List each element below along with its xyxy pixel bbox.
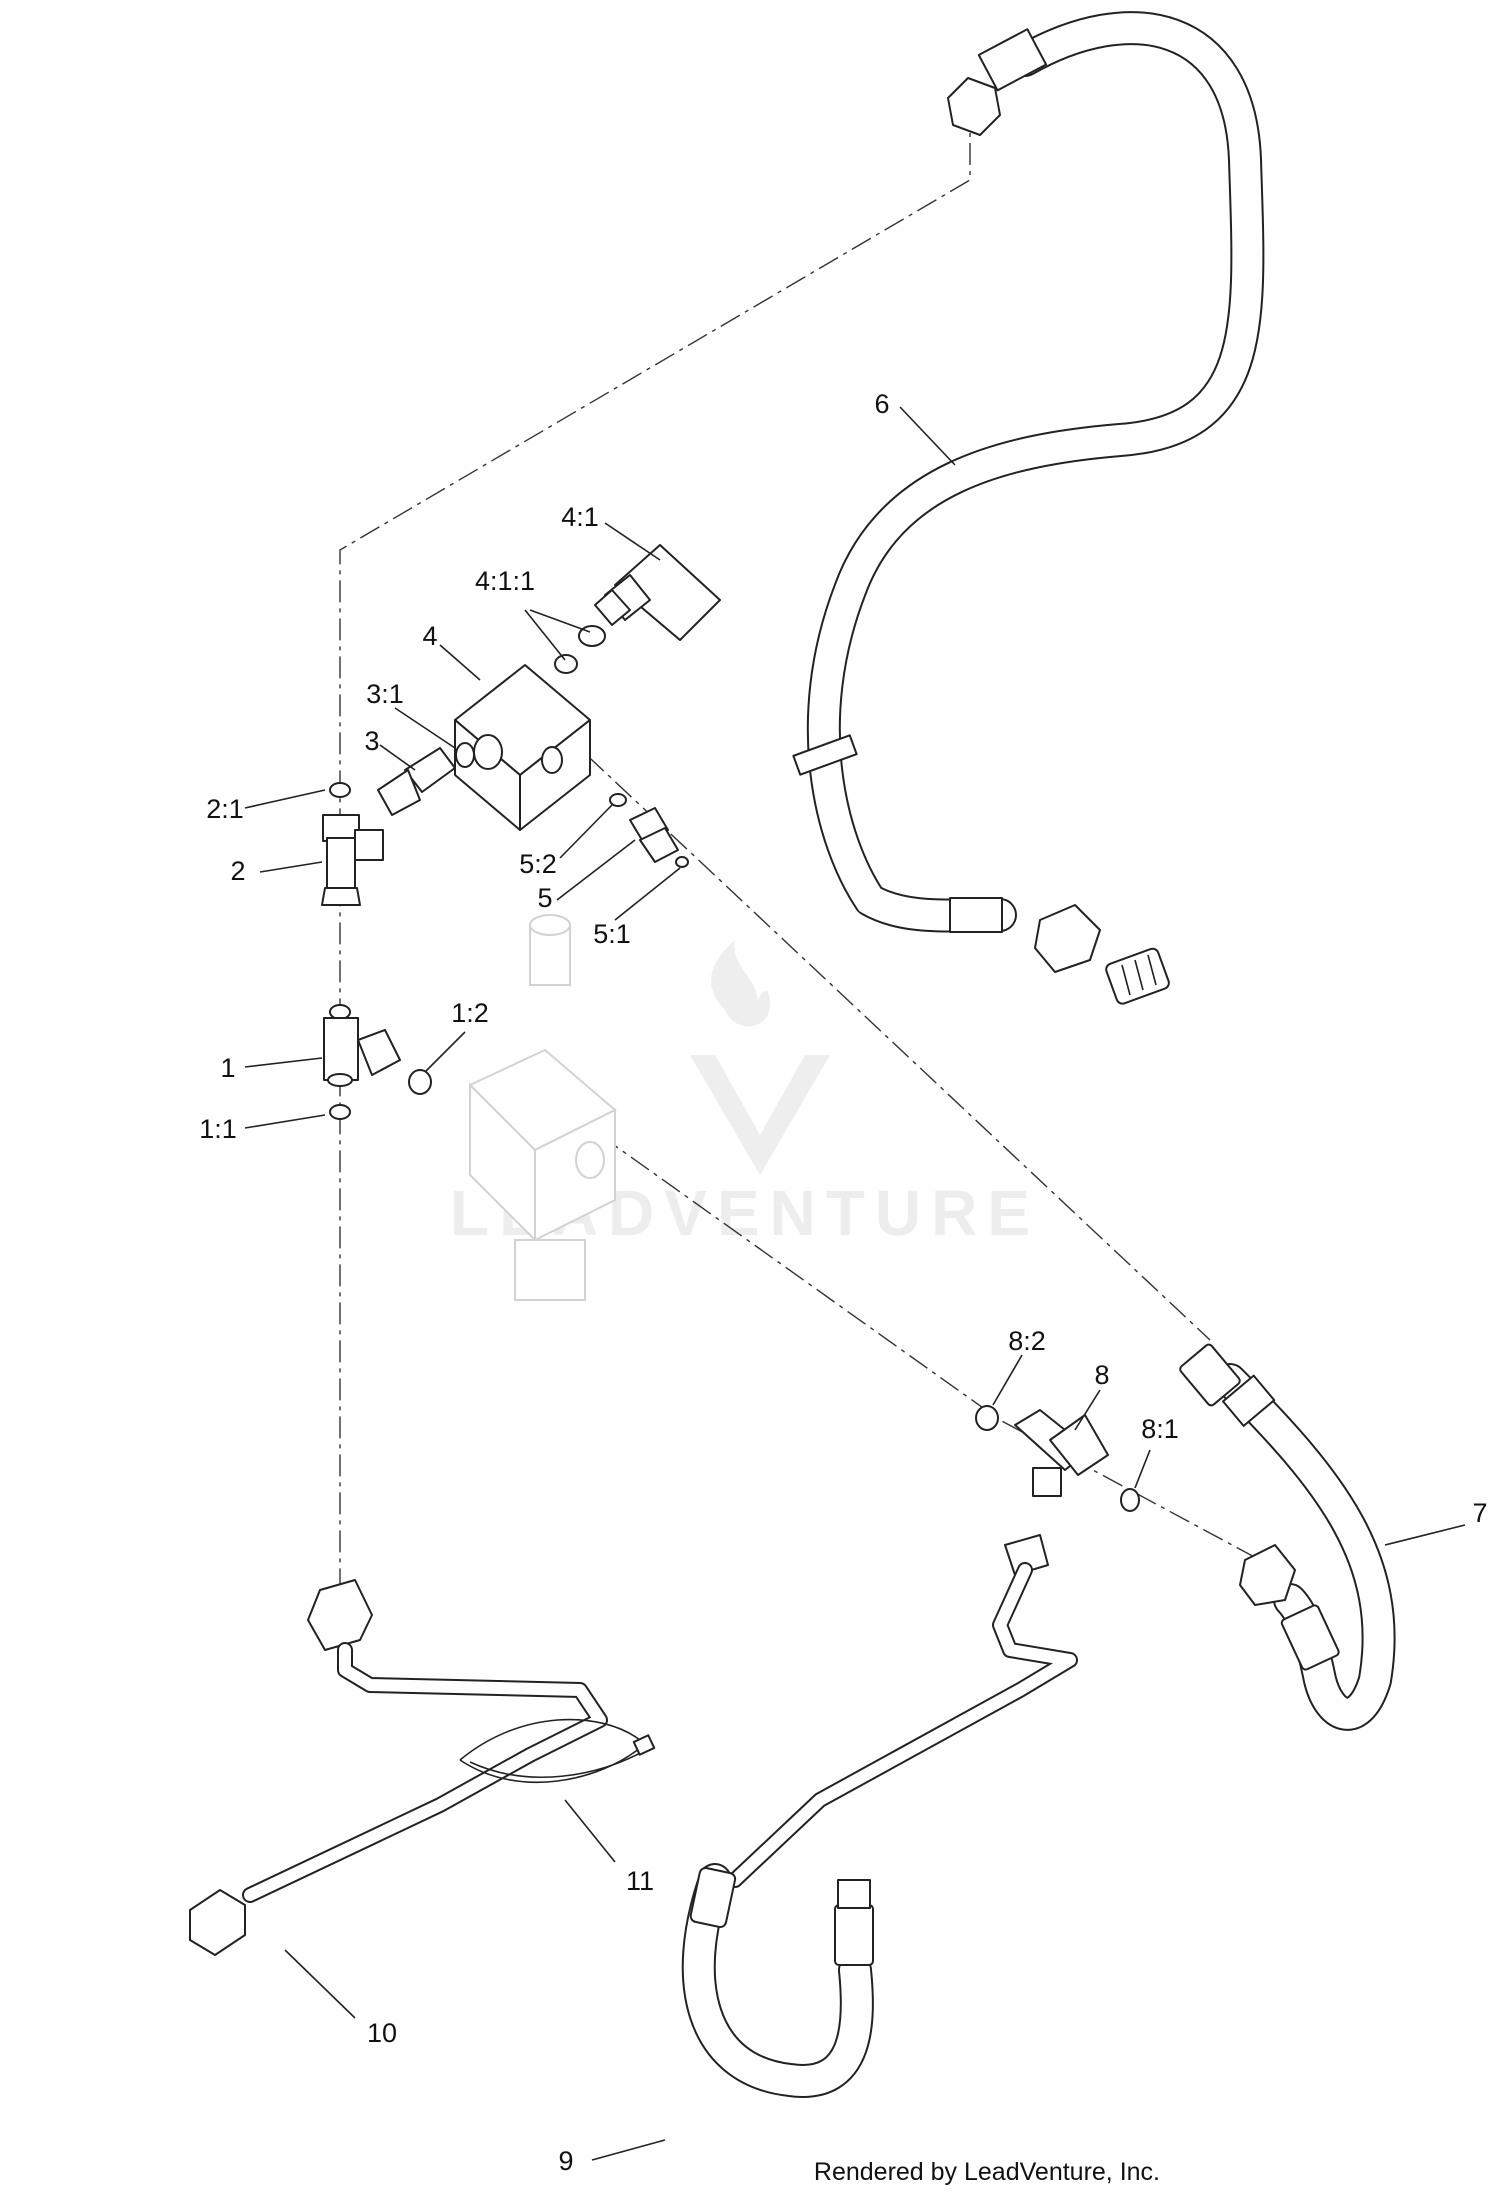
- callout-1: 1: [220, 1053, 235, 1083]
- callout-4: 4: [422, 621, 437, 651]
- hose-9: [681, 1534, 1078, 2098]
- render-credit: Rendered by LeadVenture, Inc.: [814, 2158, 1160, 2186]
- callout-2-1: 2:1: [206, 794, 244, 824]
- hose-6: [792, 11, 1265, 1005]
- callout-3: 3: [364, 726, 379, 756]
- callout-4-1-1: 4:1:1: [475, 566, 535, 596]
- part-2-1-oring: [329, 782, 351, 798]
- callout-7: 7: [1472, 1498, 1487, 1528]
- callout-10: 10: [367, 2018, 397, 2048]
- part-1-2-oring: [408, 1069, 432, 1095]
- part-1-tee: [323, 1004, 401, 1087]
- callout-5-1: 5:1: [593, 919, 631, 949]
- hose-7: [1179, 1343, 1396, 1731]
- part-5-2-oring: [609, 793, 627, 807]
- part-3-1-oring: [455, 742, 475, 768]
- callout-9: 9: [558, 2146, 573, 2176]
- callout-leaders: [244, 406, 1466, 2161]
- callout-1-1: 1:1: [199, 1114, 237, 1144]
- callout-6: 6: [874, 389, 889, 419]
- part-2-tee: [321, 814, 384, 906]
- part-1-1-oring: [329, 1104, 351, 1120]
- callout-11: 11: [626, 1866, 654, 1896]
- part-8-2-oring: [975, 1405, 999, 1431]
- callout-8-1: 8:1: [1141, 1414, 1179, 1444]
- tube-10: [189, 1579, 608, 1956]
- part-8-1-oring: [1120, 1488, 1140, 1512]
- part-4-1-1-orings: [554, 625, 606, 674]
- part-4-valve-block: [454, 664, 591, 831]
- callout-5-2: 5:2: [519, 849, 557, 879]
- callout-labels: 6 4:1 4:1:1 4 3:1 3 2:1 2 5:2 5 5:1 1 1:…: [199, 389, 1487, 2176]
- harness-11: [459, 1718, 656, 1784]
- callout-8-2: 8:2: [1008, 1326, 1046, 1356]
- part-5-1-oring: [675, 856, 689, 868]
- callout-3-1: 3:1: [366, 679, 404, 709]
- part-8-tee: [1014, 1409, 1109, 1497]
- part-3-adapter: [377, 747, 456, 816]
- callout-2: 2: [230, 856, 245, 886]
- assembly-center-lines: [339, 105, 1261, 1590]
- part-4-1-coupler: [594, 544, 721, 641]
- callout-5: 5: [537, 883, 552, 913]
- callout-4-1: 4:1: [561, 502, 599, 532]
- reference-valve-faint: [468, 914, 617, 1301]
- callout-1-2: 1:2: [451, 998, 489, 1028]
- part-5-fitting: [629, 807, 679, 863]
- callout-8: 8: [1094, 1360, 1109, 1390]
